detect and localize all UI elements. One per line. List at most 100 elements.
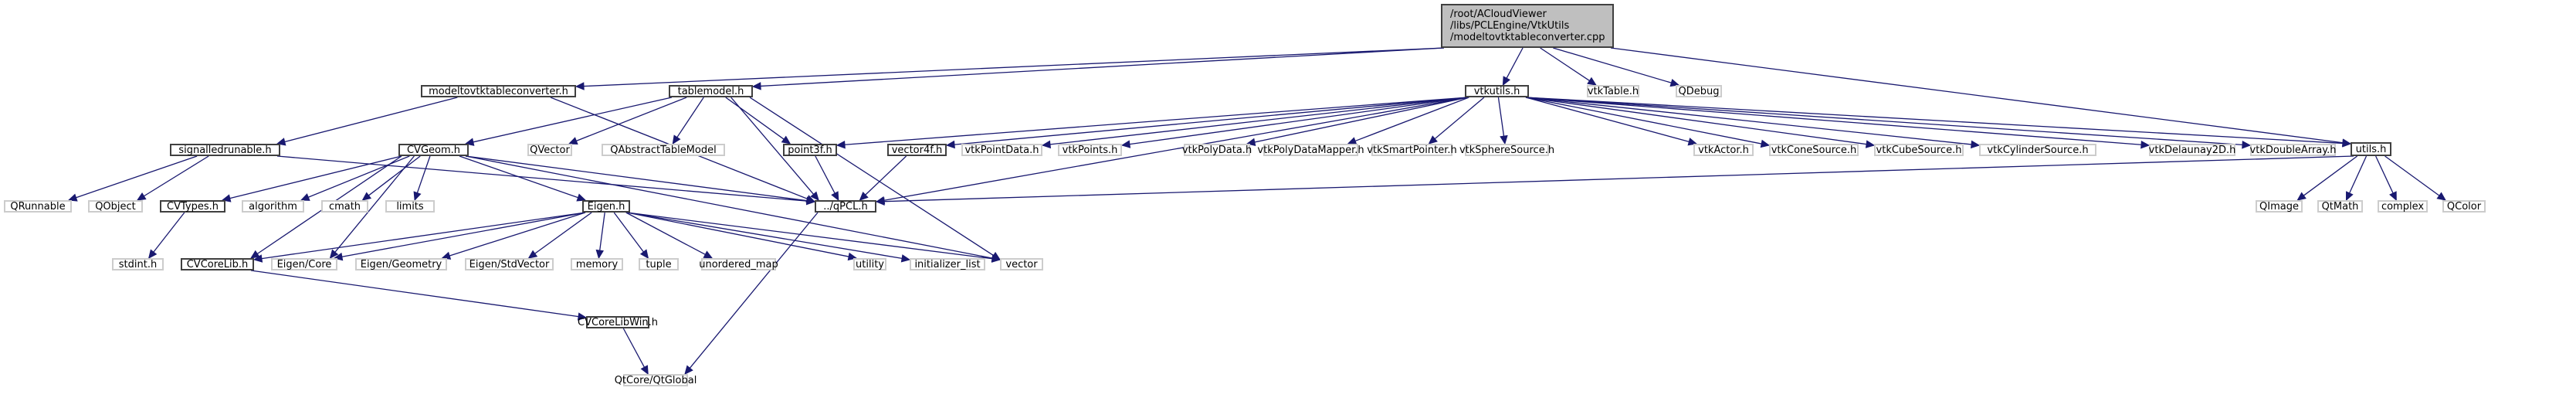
node-label: vtkPolyData.h: [1181, 144, 1252, 156]
edge-root-to-vtkutils: [1506, 47, 1524, 79]
arrowhead-CVGeom-to-algorithm: [300, 193, 310, 201]
node-CVGeom[interactable]: CVGeom.h: [398, 144, 469, 156]
edge-tablemodel-to-QVector: [576, 97, 687, 141]
arrowhead-vtkutils-to-vtkPointData: [1041, 140, 1052, 149]
edge-tablemodel-to-CVGeom: [473, 97, 673, 143]
arrowhead-CVGeom-to-qPCL: [805, 196, 816, 205]
node-label: Eigen/Core: [276, 258, 332, 270]
edge-tablemodel-to-qPCL: [730, 97, 815, 195]
node-label: vtkPointData.h: [964, 144, 1039, 156]
edge-CVGeom-to-qPCL: [465, 155, 808, 202]
node-label: QtMath: [2321, 200, 2359, 213]
node-label: limits: [396, 200, 424, 213]
edge-CVTypes-to-stdint: [153, 212, 185, 253]
node-vtkutils[interactable]: vtkutils.h: [1465, 85, 1529, 97]
arrowhead-Eigen-to-EigenStdVector: [527, 250, 538, 259]
node-signalledrunable[interactable]: signalledrunable.h: [170, 144, 280, 156]
node-Eigen[interactable]: Eigen.h: [582, 200, 630, 213]
edge-root-to-modeltovtktableconverter: [583, 47, 1445, 87]
arrowhead-vector4f-to-qPCL: [859, 191, 869, 201]
arrowhead-root-to-vtkTable: [1587, 77, 1597, 86]
node-label: vtkActor.h: [1698, 144, 1749, 156]
node-label: algorithm: [249, 200, 297, 213]
node-label: CVCoreLibWin.h: [578, 316, 658, 328]
node-label: initializer_list: [914, 258, 981, 270]
arrowhead-root-to-tablemodel: [751, 82, 761, 90]
node-modeltovtktableconverter[interactable]: modeltovtktableconverter.h: [421, 85, 576, 97]
edge-Eigen-to-memory: [599, 212, 605, 251]
edge-vector4f-to-qPCL: [865, 155, 907, 196]
arrowhead-Eigen-to-CVCoreLib: [253, 254, 263, 263]
edge-vtkutils-to-vtkDoubleArray: [1525, 97, 2243, 145]
arrowhead-utils-to-QColor: [2436, 192, 2446, 201]
edge-CVGeom-to-algorithm: [308, 155, 410, 198]
node-label: vtkSmartPointer.h: [1367, 144, 1457, 156]
arrowhead-CVCoreLibWin-to-QtGlobal: [640, 365, 649, 376]
node-point3f[interactable]: point3f.h: [783, 144, 837, 156]
node-label: CVGeom.h: [406, 144, 461, 156]
edge-Eigen-to-CVCoreLib: [261, 212, 586, 260]
node-QtMath: QtMath: [2317, 200, 2363, 213]
edge-root-to-utils: [1610, 47, 2344, 144]
node-vtkPolyData: vtkPolyData.h: [1181, 144, 1252, 156]
node-label: vector4f.h: [891, 144, 943, 156]
arrowhead-point3f-to-qPCL: [831, 191, 839, 202]
node-QDebug: QDebug: [1676, 85, 1722, 97]
edge-vtkutils-to-vtkSphereSource: [1497, 97, 1505, 137]
arrowhead-Eigen-to-unordered_map: [703, 250, 713, 259]
arrowhead-utils-to-QImage: [2296, 192, 2307, 201]
edge-utils-to-qPCL: [883, 155, 2354, 202]
node-vtkPoints: vtkPoints.h: [1058, 144, 1122, 156]
node-CVTypes[interactable]: CVTypes.h: [160, 200, 225, 213]
arrowhead-vtkutils-to-utils: [2342, 139, 2352, 148]
node-vector4f[interactable]: vector4f.h: [887, 144, 947, 156]
arrowhead-root-to-QDebug: [1669, 78, 1680, 87]
node-vtkSphereSource: vtkSphereSource.h: [1459, 144, 1554, 156]
node-vtkConeSource: vtkConeSource.h: [1769, 144, 1859, 156]
node-label: memory: [575, 258, 619, 270]
node-label: vtkTable.h: [1587, 85, 1639, 97]
arrowhead-root-to-vtkutils: [1502, 76, 1511, 87]
node-vtkDoubleArray: vtkDoubleArray.h: [2250, 144, 2336, 156]
node-initializer_list: initializer_list: [910, 258, 985, 270]
node-CVCoreLib[interactable]: CVCoreLib.h: [181, 258, 254, 270]
node-qPCL[interactable]: ../qPCL.h: [815, 200, 876, 213]
edge-root-to-vtkTable: [1540, 47, 1590, 82]
node-label: tablemodel.h: [677, 85, 744, 97]
node-vtkDelaunay2D: vtkDelaunay2D.h: [2149, 144, 2235, 156]
node-label: CVCoreLib.h: [186, 258, 249, 270]
edge-utils-to-complex: [2375, 155, 2394, 194]
arrowhead-qPCL-to-QtGlobal: [684, 365, 693, 375]
node-label: Eigen/Geometry: [360, 258, 442, 270]
edge-Eigen-to-EigenStdVector: [534, 212, 592, 254]
node-vtkActor: vtkActor.h: [1693, 144, 1754, 156]
edge-vtkutils-to-vtkPointData: [1049, 97, 1469, 145]
node-utils[interactable]: utils.h: [2351, 142, 2391, 156]
edge-signalledrunable-to-qPCL: [276, 155, 808, 202]
node-algorithm: algorithm: [242, 200, 304, 213]
edge-vtkutils-to-vtkCylinderSource: [1525, 97, 1972, 145]
arrowhead-tablemodel-to-point3f: [781, 135, 791, 145]
edge-vtkutils-to-vtkConeSource: [1525, 97, 1762, 145]
arrowhead-vtkutils-to-vtkPoints: [1120, 140, 1131, 148]
edge-Eigen-to-initializer_list: [626, 212, 903, 259]
node-label: vtkDoubleArray.h: [2249, 144, 2337, 156]
edge-vtkutils-to-vtkPoints: [1129, 97, 1469, 145]
arrowhead-Eigen-to-memory: [595, 249, 605, 260]
node-label: vtkConeSource.h: [1771, 144, 1857, 156]
node-tablemodel[interactable]: tablemodel.h: [669, 85, 753, 97]
arrowhead-modeltovtktableconverter-to-signalledrunable: [276, 138, 286, 146]
node-QObject: QObject: [88, 200, 143, 213]
edge-vtkutils-to-vtkPolyData: [1254, 97, 1469, 143]
edge-Eigen-to-tuple: [613, 212, 644, 253]
edge-tablemodel-to-QAbstractTableModel: [676, 97, 704, 138]
edge-CVGeom-to-vector: [465, 155, 993, 259]
edge-Eigen-to-utility: [626, 212, 849, 257]
node-label: utility: [856, 258, 884, 270]
arrowhead-signalledrunable-to-QRunnable: [67, 193, 78, 202]
node-root-file[interactable]: /root/ACloudViewer /libs/PCLEngine/VtkUt…: [1441, 4, 1614, 48]
arrowhead-utils-to-QtMath: [2345, 191, 2354, 202]
node-label: QRunnable: [10, 200, 66, 213]
node-CVCoreLibWin[interactable]: CVCoreLibWin.h: [578, 316, 658, 328]
